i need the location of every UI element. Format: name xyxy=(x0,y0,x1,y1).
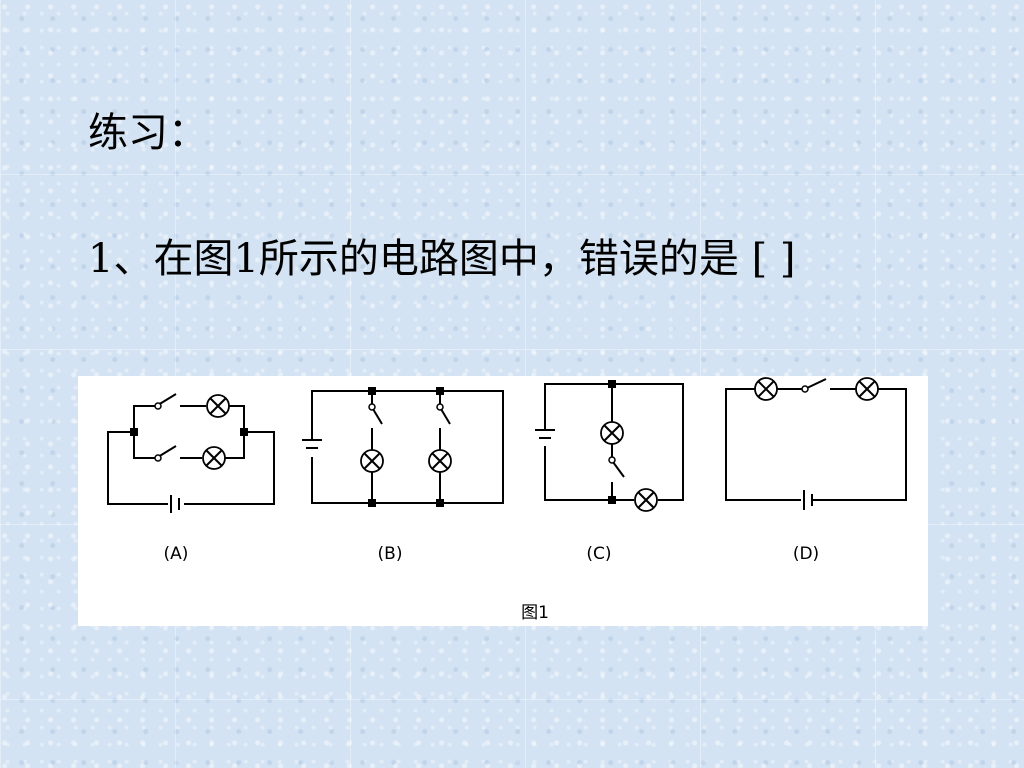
switch-icon xyxy=(440,408,451,425)
circuit-c: (C) xyxy=(535,380,684,564)
label-b: (B) xyxy=(378,544,403,564)
switch-icon xyxy=(157,393,177,406)
figure-caption: 图1 xyxy=(521,603,549,623)
label-a: (A) xyxy=(164,544,189,564)
circuit-figure: (A) xyxy=(78,376,928,626)
circuit-diagrams: (A) xyxy=(107,377,907,623)
label-c: (C) xyxy=(586,544,611,564)
circuit-d: (D) xyxy=(725,377,907,564)
slide-heading: 练习： xyxy=(88,110,208,156)
switch-icon xyxy=(806,378,827,389)
label-d: (D) xyxy=(793,544,819,564)
switch-icon xyxy=(612,461,625,478)
circuit-a: (A) xyxy=(107,393,275,564)
question-text: 1、在图1所示的电路图中，错误的是 [ ] xyxy=(88,236,796,282)
switch-icon xyxy=(372,408,383,425)
switch-icon xyxy=(157,445,177,458)
circuit-b: (B) xyxy=(302,387,504,564)
